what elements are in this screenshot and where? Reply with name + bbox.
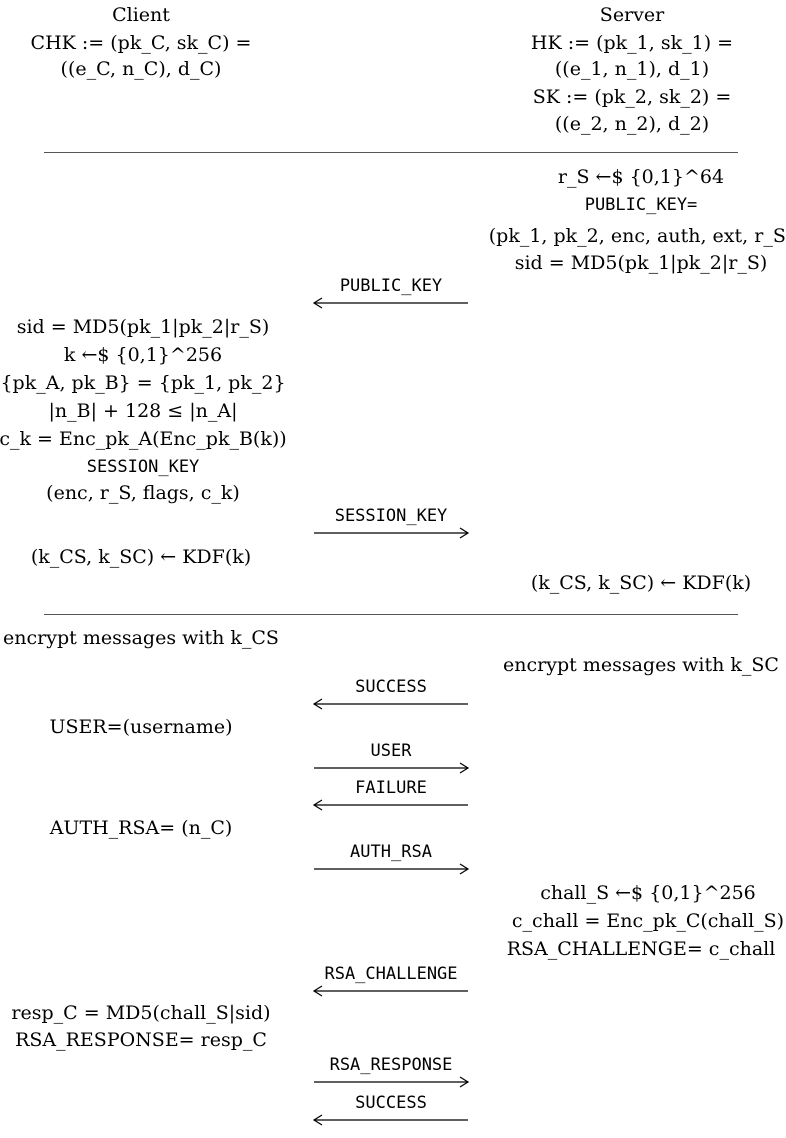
- arrow-left-success-2: [312, 1114, 468, 1126]
- message-label-auth-rsa: AUTH_RSA: [350, 842, 432, 862]
- client-session-line-3: {pk_A, pk_B} = {pk_1, pk_2}: [0, 372, 286, 394]
- client-auth-line: AUTH_RSA= (n_C): [49, 817, 233, 839]
- arrow-right-user: [314, 762, 470, 774]
- separator-bottom: [44, 614, 738, 615]
- client-keys-line-2: ((e_C, n_C), d_C): [60, 58, 222, 80]
- client-session-line-5: c_k = Enc_pk_A(Enc_pk_B(k)): [0, 428, 287, 450]
- server-title: Server: [599, 4, 665, 26]
- message-label-failure: FAILURE: [355, 778, 427, 798]
- client-session-line-7: (enc, r_S, flags, c_k): [46, 482, 240, 504]
- arrow-right-auth-rsa: [314, 863, 470, 875]
- arrow-left-public-key: [312, 297, 468, 309]
- server-init-line-1: r_S ←$ {0,1}^64: [557, 166, 725, 188]
- client-keys-line-1: CHK := (pk_C, sk_C) =: [30, 32, 252, 54]
- server-challenge-line-1: chall_S ←$ {0,1}^256: [540, 882, 756, 904]
- message-label-public-key: PUBLIC_KEY: [339, 276, 443, 296]
- message-label-rsa-response: RSA_RESPONSE: [329, 1055, 453, 1075]
- client-session-line-4: |n_B| + 128 ≤ |n_A|: [48, 400, 238, 422]
- server-keys-line-4: ((e_2, n_2), d_2): [554, 113, 710, 135]
- client-session-line-6: SESSION_KEY: [86, 457, 200, 477]
- message-label-success-2: SUCCESS: [355, 1093, 427, 1113]
- message-label-session-key: SESSION_KEY: [334, 506, 448, 526]
- server-init-line-4: sid = MD5(pk_1|pk_2|r_S): [514, 252, 768, 274]
- server-keys-line-2: ((e_1, n_1), d_1): [554, 58, 710, 80]
- client-kdf: (k_CS, k_SC) ← KDF(k): [30, 546, 252, 568]
- server-encrypt: encrypt messages with k_SC: [503, 654, 779, 676]
- message-label-rsa-challenge: RSA_CHALLENGE: [324, 964, 458, 984]
- client-encrypt: encrypt messages with k_CS: [3, 627, 279, 649]
- arrow-right-rsa-response: [314, 1076, 470, 1088]
- client-session-line-1: sid = MD5(pk_1|pk_2|r_S): [16, 316, 270, 338]
- client-response-line-1: resp_C = MD5(chall_S|sid): [11, 1002, 271, 1024]
- server-kdf: (k_CS, k_SC) ← KDF(k): [530, 572, 752, 594]
- server-keys-line-1: HK := (pk_1, sk_1) =: [530, 32, 734, 54]
- arrow-left-rsa-challenge: [312, 985, 468, 997]
- client-title: Client: [112, 4, 170, 26]
- client-response-line-2: RSA_RESPONSE= resp_C: [15, 1029, 267, 1051]
- separator-top: [44, 152, 738, 153]
- message-label-success-1: SUCCESS: [355, 677, 427, 697]
- arrow-right-session-key: [314, 527, 470, 539]
- client-user-line: USER=(username): [49, 716, 233, 738]
- arrow-left-success-1: [312, 698, 468, 710]
- server-init-line-2: PUBLIC_KEY=: [584, 195, 698, 215]
- server-challenge-line-2: c_chall = Enc_pk_C(chall_S): [511, 910, 785, 932]
- message-label-user: USER: [370, 741, 412, 761]
- server-init-line-3: (pk_1, pk_2, enc, auth, ext, r_S): [488, 225, 786, 247]
- arrow-left-failure: [312, 799, 468, 811]
- client-session-line-2: k ←$ {0,1}^256: [63, 344, 223, 366]
- server-keys-line-3: SK := (pk_2, sk_2) =: [532, 86, 732, 108]
- server-challenge-line-3: RSA_CHALLENGE= c_chall: [506, 938, 776, 960]
